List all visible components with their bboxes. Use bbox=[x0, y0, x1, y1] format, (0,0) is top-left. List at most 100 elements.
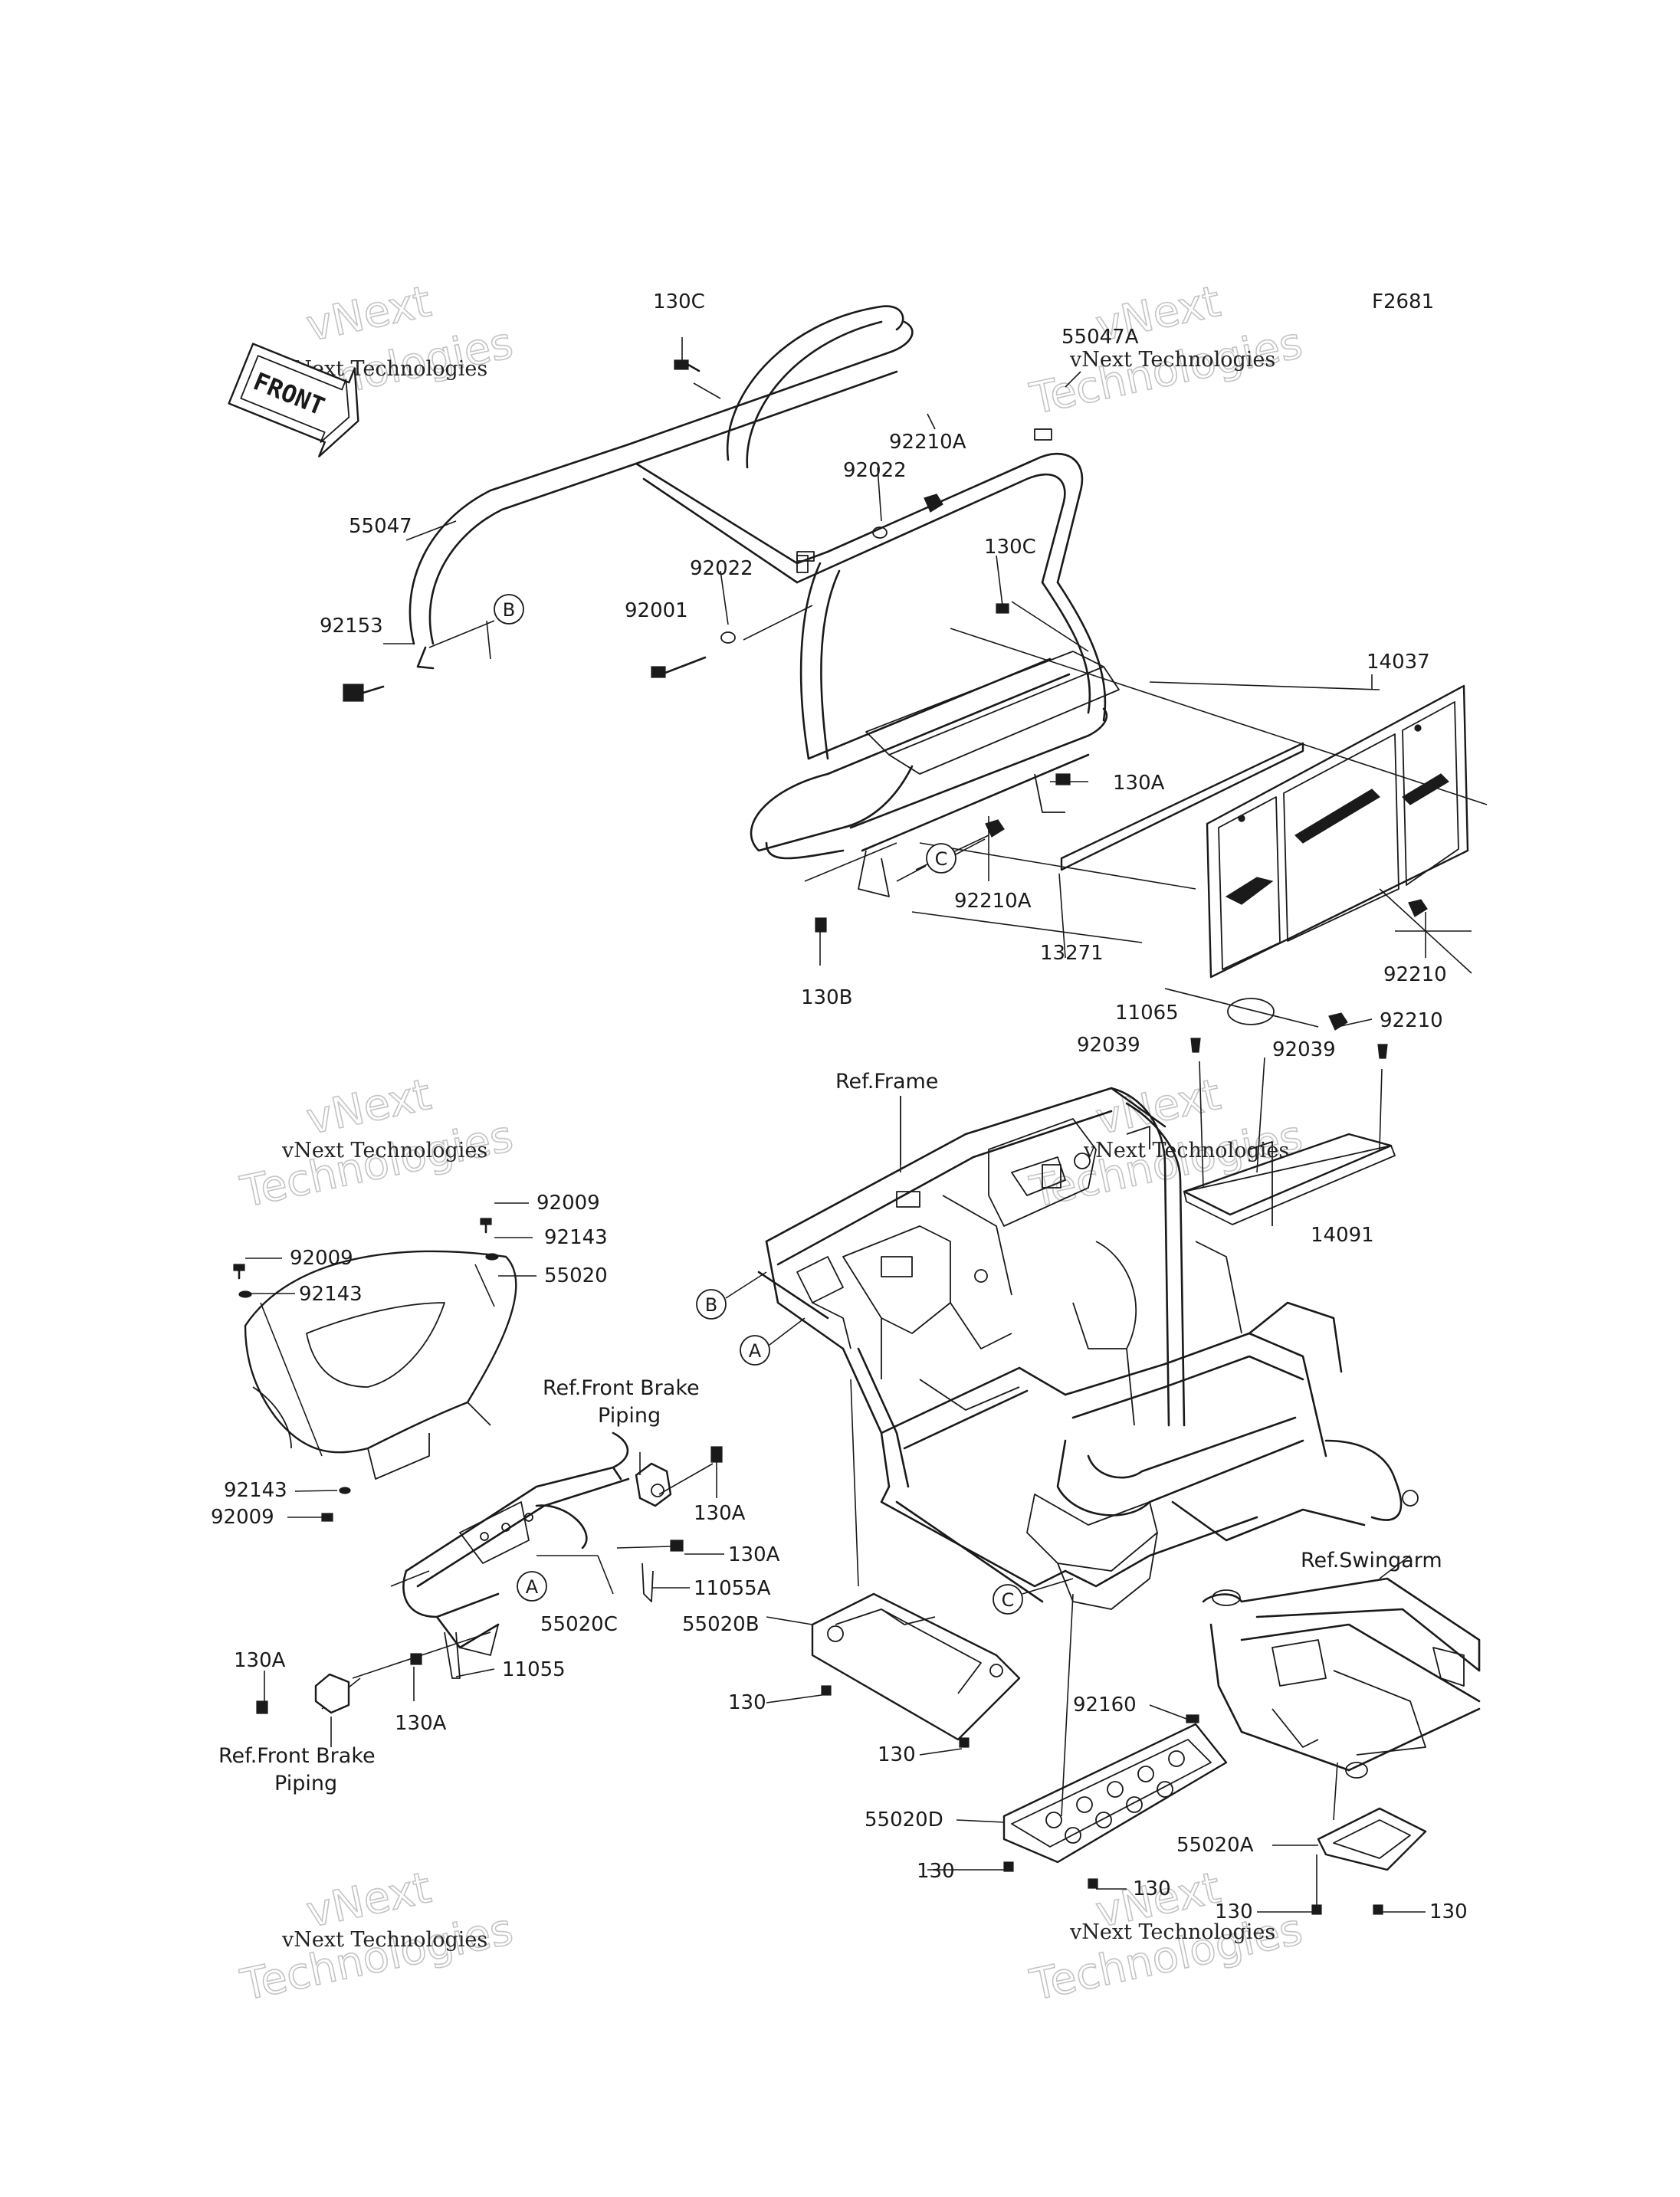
clip-92009-bottom bbox=[321, 1513, 333, 1522]
leader-lines-lower bbox=[245, 1202, 1426, 1913]
part-label-92022: 92022 bbox=[843, 459, 907, 482]
reference-circle-a-bracket: A bbox=[517, 1571, 547, 1602]
part-label-92039: 92039 bbox=[1272, 1038, 1336, 1061]
grommet-92143-left bbox=[238, 1290, 252, 1298]
brake-clamp-top bbox=[635, 1446, 723, 1507]
part-label-55047: 55047 bbox=[349, 515, 412, 538]
part-label-130: 130 bbox=[878, 1743, 916, 1766]
part-label-130: 130 bbox=[1133, 1877, 1171, 1900]
part-label-14037: 14037 bbox=[1367, 651, 1430, 674]
clamp-11055a bbox=[616, 1540, 684, 1602]
part-label-92022: 92022 bbox=[690, 557, 753, 580]
swingarm bbox=[1202, 1555, 1481, 1779]
svg-text:A: A bbox=[526, 1576, 539, 1598]
front-arrow-icon: FRONT bbox=[228, 343, 359, 457]
part-label-130a: 130A bbox=[234, 1649, 286, 1672]
clip-92039-left bbox=[1190, 1038, 1201, 1053]
nut-92210a-bottom bbox=[985, 819, 1005, 838]
part-label-55020c: 55020C bbox=[540, 1613, 618, 1636]
part-label-92143: 92143 bbox=[224, 1479, 287, 1502]
bolt-130b bbox=[815, 917, 827, 933]
skid-plate-55020b bbox=[766, 1379, 1021, 1748]
grommet-92143-top bbox=[485, 1253, 499, 1261]
svg-text:A: A bbox=[749, 1340, 762, 1362]
watermark-text: vNext Technologies bbox=[1069, 1920, 1275, 1944]
rear-carrier-frame bbox=[409, 305, 1120, 897]
part-label-55047a: 55047A bbox=[1061, 326, 1139, 349]
part-label-130b: 130B bbox=[801, 986, 852, 1009]
part-labels: 130C 55047A 92210A 92022 55047 130C 9202… bbox=[211, 290, 1468, 1923]
watermark-text: vNext Technologies bbox=[281, 1139, 487, 1162]
part-label-55020a: 55020A bbox=[1176, 1834, 1254, 1857]
reference-circle-c-frame: C bbox=[993, 1578, 1074, 1615]
bolt-130c-top bbox=[674, 359, 701, 372]
rubber-strip bbox=[1060, 742, 1304, 871]
figure-code: F2681 bbox=[1372, 290, 1434, 313]
part-label-130: 130 bbox=[917, 1860, 955, 1883]
skid-plate-55020d bbox=[1002, 1593, 1228, 1889]
ref-front-brake-piping-top-line1: Ref.Front Brake bbox=[543, 1376, 700, 1400]
part-label-55020b: 55020B bbox=[682, 1613, 760, 1636]
bolt-130a-carrier bbox=[1055, 773, 1071, 785]
part-label-92009: 92009 bbox=[211, 1506, 274, 1529]
part-label-92143: 92143 bbox=[544, 1226, 608, 1249]
part-label-130a: 130A bbox=[728, 1543, 780, 1566]
front-fender-55020 bbox=[244, 1250, 517, 1480]
svg-text:C: C bbox=[935, 848, 948, 870]
part-label-130c: 130C bbox=[984, 536, 1036, 559]
part-label-92009: 92009 bbox=[536, 1192, 600, 1215]
watermark-text: vNext Technologies bbox=[281, 1928, 487, 1952]
watermark-top-right: vNext Technologies vNext Technologies bbox=[1025, 276, 1308, 425]
nut-92210-a bbox=[1408, 899, 1428, 917]
ref-frame-label: Ref.Frame bbox=[835, 1070, 938, 1094]
bolt-92153 bbox=[343, 684, 385, 702]
clip-92009-left bbox=[233, 1264, 245, 1280]
ref-front-brake-piping-top-line2: Piping bbox=[598, 1404, 661, 1428]
watermark-mid-left: vNext Technologies vNext Technologies bbox=[236, 1069, 518, 1218]
nut-92210-b bbox=[1328, 1012, 1348, 1031]
reference-circle-c-top: C bbox=[896, 838, 986, 882]
part-label-13271: 13271 bbox=[1040, 942, 1104, 965]
washer-92022-top bbox=[872, 526, 888, 539]
ref-front-brake-piping-bottom-line2: Piping bbox=[274, 1772, 337, 1795]
skid-plate-holes bbox=[1045, 1750, 1185, 1844]
part-label-11055a: 11055A bbox=[694, 1577, 771, 1600]
part-label-92153: 92153 bbox=[320, 615, 383, 638]
reference-circle-b-top: B bbox=[428, 594, 524, 648]
part-label-92143: 92143 bbox=[299, 1283, 363, 1306]
part-label-130a: 130A bbox=[694, 1502, 746, 1525]
part-label-11065: 11065 bbox=[1115, 1002, 1179, 1025]
part-label-130c: 130C bbox=[653, 290, 705, 313]
bolt-92001 bbox=[651, 656, 707, 678]
ref-front-brake-piping-bottom-line1: Ref.Front Brake bbox=[218, 1744, 376, 1768]
part-label-92210a: 92210A bbox=[889, 431, 966, 454]
bolt-130c-mid bbox=[996, 603, 1009, 614]
part-label-130: 130 bbox=[1429, 1900, 1468, 1923]
cap-11065 bbox=[1227, 998, 1275, 1025]
svg-text:B: B bbox=[705, 1294, 717, 1316]
clip-92009-top bbox=[480, 1218, 492, 1234]
part-label-130a: 130A bbox=[395, 1712, 447, 1735]
washer-92022-mid bbox=[720, 631, 736, 644]
part-label-55020d: 55020D bbox=[865, 1808, 943, 1831]
cargo-screen bbox=[1206, 684, 1469, 979]
fasteners-top bbox=[343, 359, 1428, 1059]
reference-circle-a-frame: A bbox=[740, 1317, 806, 1366]
front-bracket-55020c bbox=[321, 1431, 630, 1710]
nut-92210a-top bbox=[924, 494, 943, 513]
svg-text:B: B bbox=[503, 599, 515, 621]
fasteners-fender bbox=[233, 1218, 499, 1522]
clip-92039-right bbox=[1377, 1044, 1388, 1059]
main-frame bbox=[757, 1087, 1419, 1610]
part-label-11055: 11055 bbox=[502, 1658, 566, 1681]
part-label-55020: 55020 bbox=[544, 1264, 608, 1287]
part-label-14091: 14091 bbox=[1311, 1224, 1374, 1247]
clamp-11055 bbox=[256, 1631, 461, 1714]
part-label-92210: 92210 bbox=[1380, 1009, 1443, 1032]
svg-text:C: C bbox=[1002, 1589, 1015, 1611]
watermark-text: vNext Technologies bbox=[1083, 1139, 1289, 1162]
part-label-92210: 92210 bbox=[1383, 963, 1447, 986]
part-label-130: 130 bbox=[728, 1691, 766, 1714]
watermark-bottom-left: vNext Technologies vNext Technologies bbox=[236, 1862, 518, 2011]
